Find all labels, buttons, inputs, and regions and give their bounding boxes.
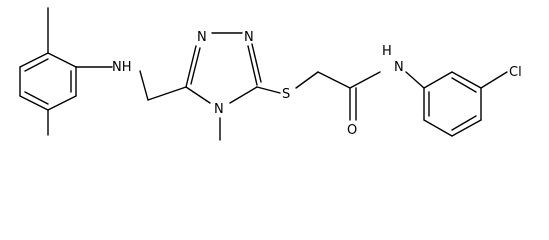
chlorophenyl-ring (423, 71, 482, 137)
amide-h-label: H (382, 44, 392, 59)
triazole-n2-label: N (244, 30, 254, 45)
oxygen-label: O (347, 123, 357, 138)
nh-left-label: NH (112, 60, 132, 75)
bond-ch2-carbonyl (317, 71, 351, 89)
bond-aryl-cl (480, 71, 508, 89)
triazole-ring (185, 32, 262, 104)
bond-triazole-s (256, 86, 281, 94)
chlorine-label: Cl (509, 65, 522, 80)
bond-nh-ch2 (139, 70, 149, 101)
dimethylphenyl-ring (19, 7, 77, 136)
bond-carbonyl-n (349, 71, 381, 89)
amide-n-label: N (394, 60, 404, 75)
sulfur-label: S (282, 87, 290, 102)
structure-diagram: NH N N N S O H N Cl (19, 7, 522, 141)
bond-s-ch2 (295, 71, 319, 89)
triazole-n4-label: N (214, 102, 224, 117)
triazole-n1-label: N (197, 30, 207, 45)
bond-ch2-triazole (147, 86, 187, 101)
bond-n-aryl (405, 71, 425, 89)
